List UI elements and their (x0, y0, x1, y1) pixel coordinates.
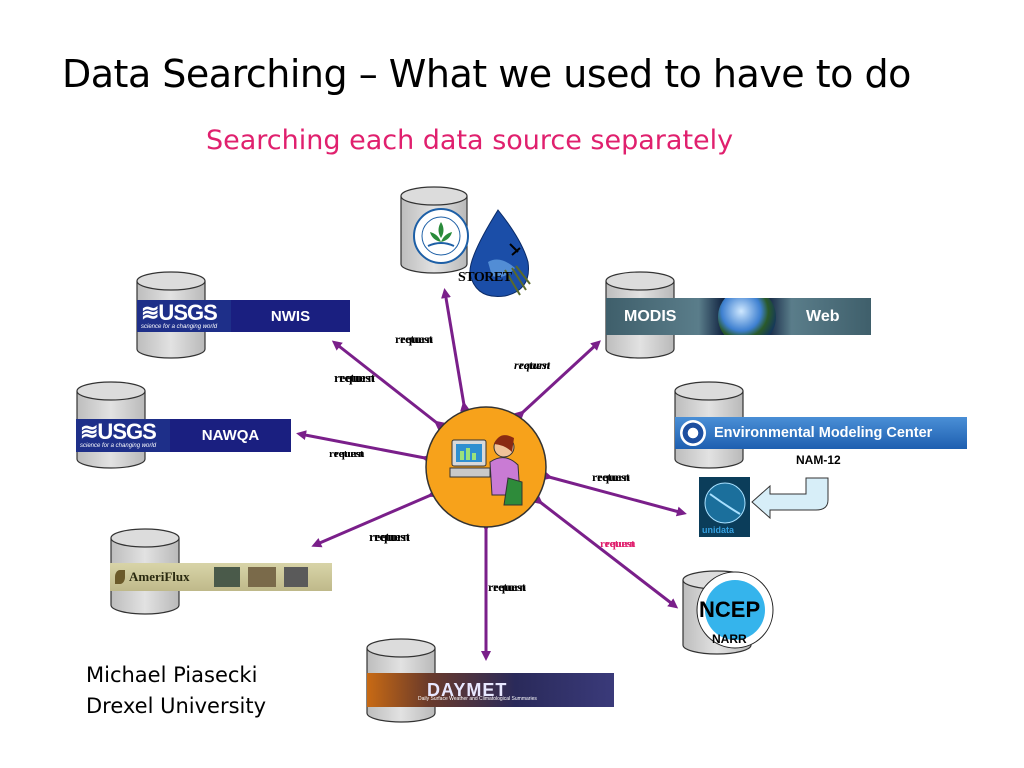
modis-label: MODIS (624, 307, 677, 325)
nawqa-label: NAWQA (170, 419, 291, 452)
forest-photo-icon (247, 567, 276, 587)
arrow-modis (514, 340, 601, 421)
narr-label: NARR (712, 632, 747, 646)
noaa-icon (680, 420, 706, 446)
user-hub (425, 406, 547, 528)
modis-banner[interactable]: MODIS Web (606, 298, 871, 335)
arrow-ameriflux (311, 488, 439, 548)
earth-globe-icon (718, 298, 776, 335)
daymet-tagline: Daily Surface Weather and Climatological… (418, 696, 537, 702)
author-block: Michael Piasecki Drexel University (86, 660, 266, 722)
web-label: Web (806, 307, 840, 325)
daymet-label: DAYMET (427, 679, 508, 700)
emc-to-unidata-arrow (751, 477, 829, 520)
nam12-label: NAM-12 (796, 453, 841, 467)
tower-photo-icon (213, 567, 240, 587)
ameriflux-leaf-icon (115, 570, 125, 584)
author-affiliation: Drexel University (86, 694, 267, 718)
unidata-logo (699, 477, 750, 537)
epa-seal-logo (413, 208, 469, 264)
ncep-logo (696, 571, 774, 649)
storet-drop-logo (469, 209, 531, 298)
unidata-label: unidata (702, 525, 735, 535)
ncep-label: NCEP (699, 597, 761, 622)
ameriflux-label: AmeriFlux (129, 569, 190, 584)
author-name: Michael Piasecki (86, 663, 258, 687)
slide-title: Data Searching – What we used to have to… (62, 52, 911, 96)
slide-subtitle: Searching each data source separately (206, 125, 734, 156)
emc-banner[interactable]: Environmental Modeling Center (675, 417, 967, 449)
nawqa-banner[interactable]: ≋USGS science for a changing world NAWQA (76, 419, 291, 452)
arrow-ncep (532, 494, 679, 609)
daymet-banner[interactable]: DAYMET (367, 673, 614, 707)
instrument-photo-icon (283, 567, 308, 587)
nwis-banner[interactable]: ≋USGS science for a changing world NWIS (137, 300, 350, 332)
ameriflux-banner[interactable]: AmeriFlux (110, 563, 332, 591)
usgs-logo: ≋USGS science for a changing world (137, 300, 231, 332)
arrow-nawqa (296, 430, 432, 465)
arrow-nwis (331, 340, 445, 431)
nwis-label: NWIS (231, 300, 350, 332)
arrow-storet (441, 288, 470, 412)
usgs-logo: ≋USGS science for a changing world (76, 419, 170, 452)
emc-label: Environmental Modeling Center (714, 425, 933, 441)
storet-label: STORET (458, 270, 512, 285)
